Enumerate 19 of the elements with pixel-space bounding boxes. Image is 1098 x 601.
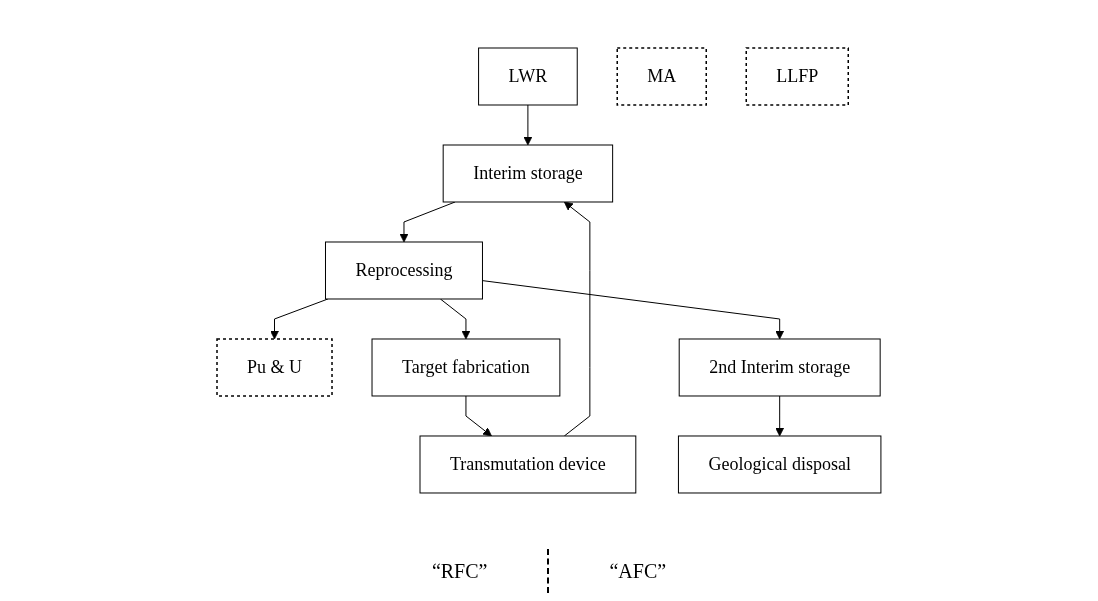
region-label: “RFC” <box>431 559 488 583</box>
arrow <box>523 104 533 146</box>
node-box: MA <box>616 47 707 106</box>
arrow <box>465 395 492 437</box>
arrow <box>482 280 785 340</box>
arrow <box>439 298 471 340</box>
node-box: Geological disposal <box>677 435 882 494</box>
node-box: Pu & U <box>216 338 333 397</box>
node-box: Transmutation device <box>419 435 637 494</box>
node-box: LLFP <box>745 47 850 106</box>
arrow <box>775 395 785 437</box>
region-label: “AFC” <box>609 559 667 583</box>
node-box: Target fabrication <box>371 338 561 397</box>
arrow <box>563 201 591 437</box>
node-box: Interim storage <box>442 144 614 203</box>
node-box: Reprocessing <box>325 241 483 300</box>
arrow <box>270 298 329 340</box>
node-box: 2nd Interim storage <box>678 338 881 397</box>
node-box: LWR <box>478 47 578 106</box>
